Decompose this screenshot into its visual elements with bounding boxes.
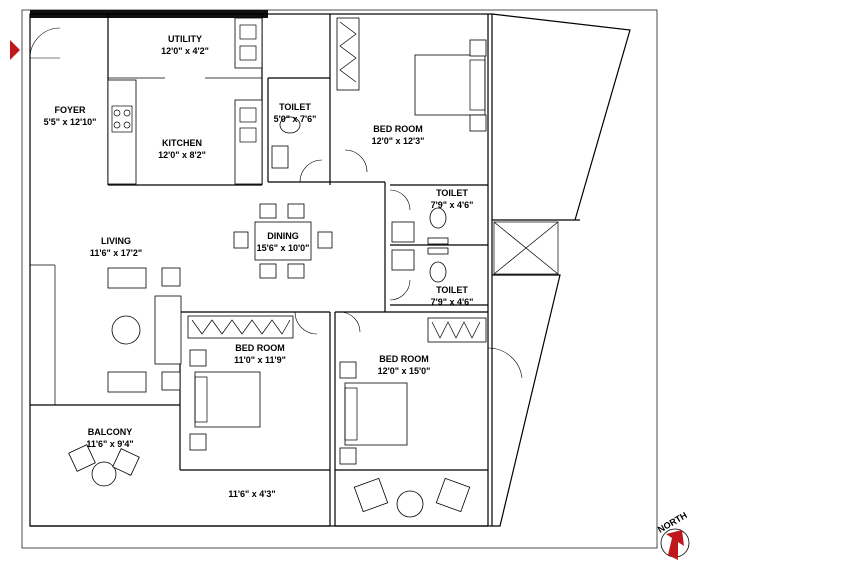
living-size: 11'6" x 17'2": [90, 248, 142, 258]
bedroom3-size: 12'0" x 15'0": [378, 366, 431, 376]
dining-size: 15'6" x 10'0": [257, 243, 310, 253]
wardrobes: [187, 17, 487, 343]
drawing-frame: [21, 9, 658, 549]
kitchen-name: KITCHEN: [162, 138, 202, 148]
toilet2-size: 7'9" x 4'6": [431, 200, 474, 210]
living-furniture: [107, 267, 182, 393]
passage-size: 11'6" x 4'3": [228, 489, 275, 499]
bedroom1-size: 12'0" x 12'3": [372, 136, 425, 146]
dining-table: [233, 203, 333, 279]
kitchen-fixtures: [107, 17, 263, 185]
kitchen-size: 12'0" x 8'2": [158, 150, 206, 160]
balcony-furniture: [68, 444, 471, 518]
north-arrow-icon: [666, 530, 684, 560]
dining-name: DINING: [267, 231, 299, 241]
utility-size: 12'0" x 4'2": [161, 46, 209, 56]
bedroom2-name: BED ROOM: [235, 343, 285, 353]
toilet3-size: 7'9" x 4'6": [431, 297, 474, 307]
bedroom3-name: BED ROOM: [379, 354, 429, 364]
entry-arrow-icon: [10, 40, 20, 60]
toilet2-name: TOILET: [436, 188, 468, 198]
balcony-size: 11'6" x 9'4": [86, 439, 133, 449]
doors: [29, 27, 523, 379]
foyer-name: FOYER: [54, 105, 86, 115]
bedroom2-size: 11'0" x 11'9": [234, 355, 286, 365]
toilet-fixtures: [271, 116, 449, 283]
bedroom1-name: BED ROOM: [373, 124, 423, 134]
toilet1-name: TOILET: [279, 102, 311, 112]
room-labels: UTILITY 12'0" x 4'2" FOYER 5'5" x 12'10"…: [44, 34, 474, 499]
terrace-outline: [491, 13, 631, 527]
toilet3-name: TOILET: [436, 285, 468, 295]
utility-name: UTILITY: [168, 34, 202, 44]
foyer-size: 5'5" x 12'10": [44, 117, 97, 127]
north-arrow: NORTH: [656, 510, 690, 560]
beds: [189, 39, 487, 465]
balcony-name: BALCONY: [88, 427, 133, 437]
living-name: LIVING: [101, 236, 131, 246]
toilet1-size: 5'0" x 7'6": [274, 114, 317, 124]
